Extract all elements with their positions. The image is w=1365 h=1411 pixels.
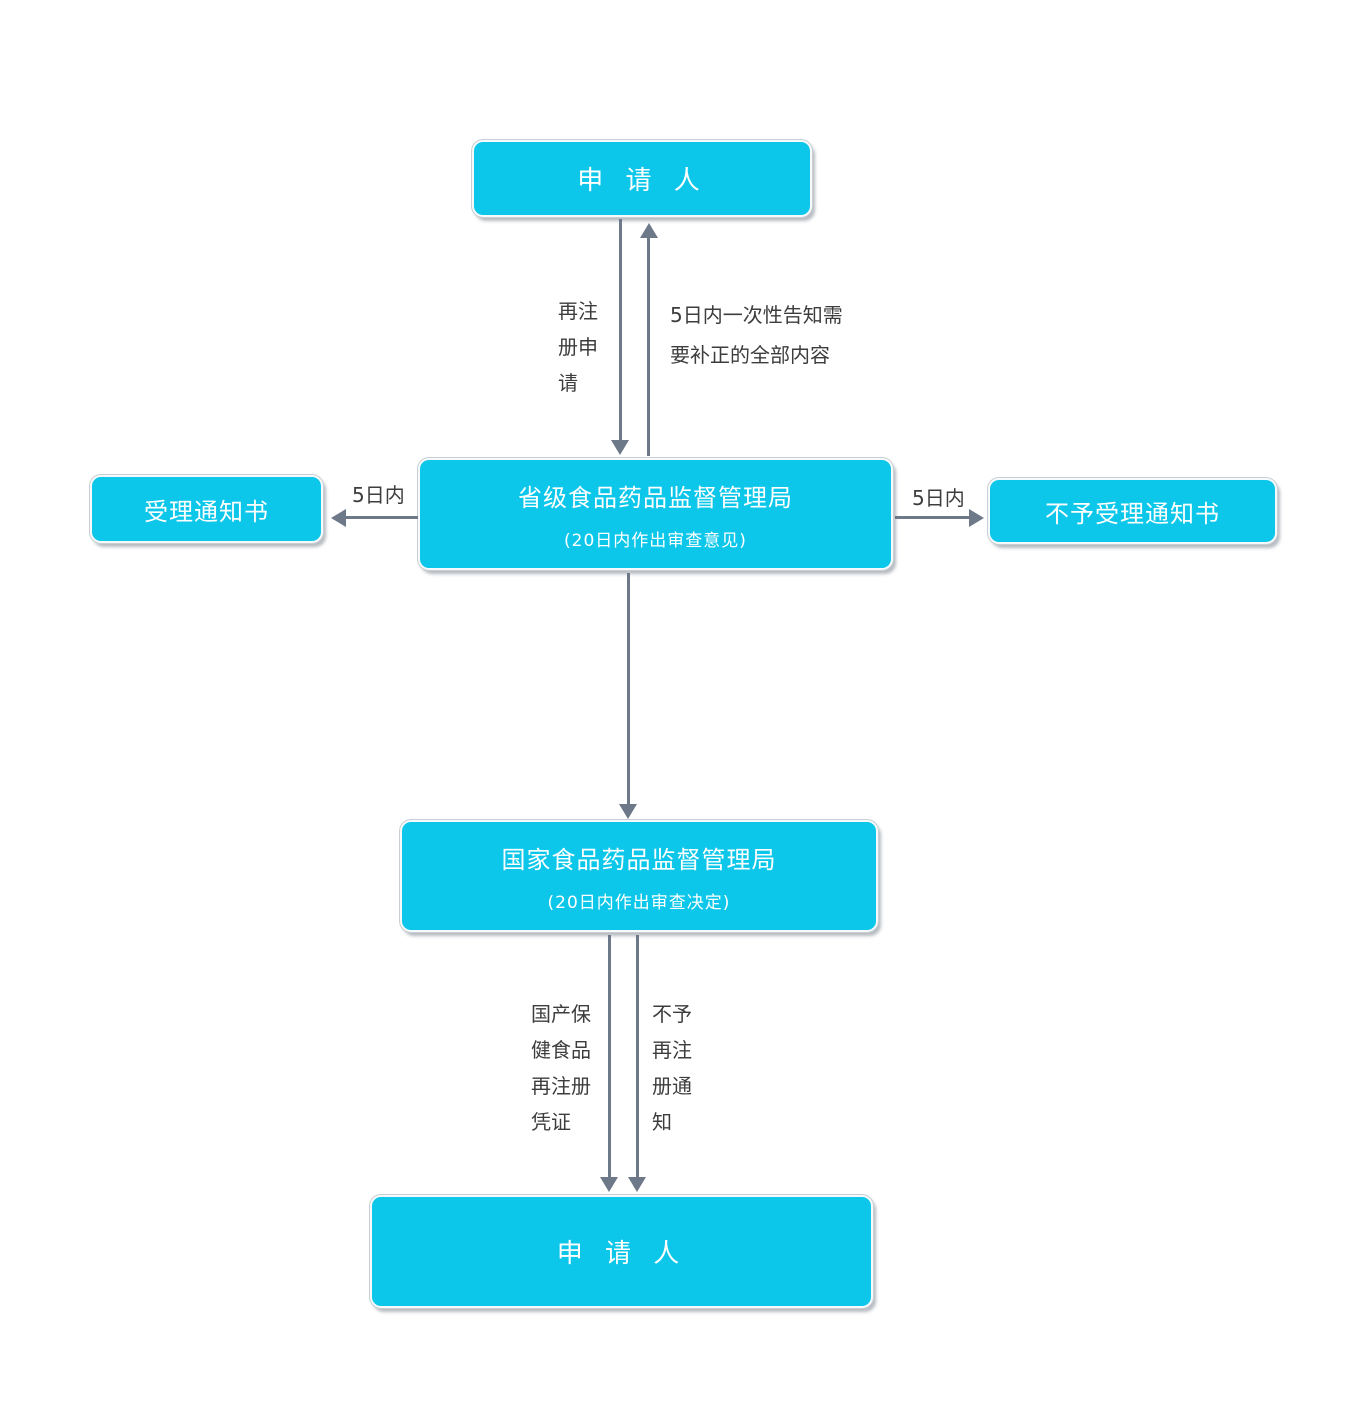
label-line: 不予 [652,1002,692,1026]
node-subtitle: (20日内作出审查决定) [547,892,731,913]
label-line: 再注 [652,1038,692,1062]
label-line: 知 [652,1110,672,1134]
edge-label-renew-application: 再注 册申 请 [558,293,598,401]
arrow-head-down-icon [611,440,629,455]
arrow-head-down-icon [628,1177,646,1192]
node-reject-notice: 不予受理通知书 [988,478,1277,544]
edge-label-no-renewal: 不予 再注 册通 知 [652,996,692,1140]
arrow-head-right-icon [969,509,984,527]
node-applicant-top: 申 请 人 [472,140,812,217]
node-label: 不予受理通知书 [1045,499,1220,528]
node-title: 省级食品药品监督管理局 [518,483,793,512]
label-line: 要补正的全部内容 [670,343,830,367]
node-title: 国家食品药品监督管理局 [501,845,777,874]
arrow-head-left-icon [331,509,346,527]
label-line: 册通 [652,1074,692,1098]
node-national-fda: 国家食品药品监督管理局 (20日内作出审查决定) [400,820,878,932]
label-line: 国产保 [531,1002,591,1026]
node-label: 受理通知书 [144,497,269,526]
node-label: 申 请 人 [556,1239,687,1269]
arrow-line [895,516,969,519]
arrow-line [636,935,639,1178]
label-line: 健食品 [531,1038,591,1062]
edge-label-five-days-reject: 5日内 [912,486,965,510]
label-line: 请 [558,371,578,395]
edge-label-certificate: 国产保 健食品 再注册 凭证 [531,996,591,1140]
arrow-head-down-icon [619,804,637,819]
arrow-line [608,935,611,1178]
arrow-line [346,516,418,519]
node-provincial-fda: 省级食品药品监督管理局 (20日内作出审查意见) [418,458,893,570]
node-label: 申 请 人 [577,166,707,196]
edge-label-five-days-accept: 5日内 [352,483,405,507]
label-line: 再注 [558,299,598,323]
node-subtitle: (20日内作出审查意见) [564,530,747,551]
label-line: 册申 [558,335,598,359]
arrow-head-up-icon [640,223,658,238]
arrow-head-down-icon [600,1177,618,1192]
edge-label-supplement-notice: 5日内一次性告知需 要补正的全部内容 [670,295,843,375]
node-applicant-bottom: 申 请 人 [370,1195,873,1308]
label-line: 5日内一次性告知需 [670,303,843,327]
arrow-line [619,219,622,442]
arrow-line [647,236,650,456]
label-line: 再注册 [531,1074,591,1098]
node-accept-notice: 受理通知书 [90,475,323,543]
label-line: 凭证 [531,1110,571,1134]
arrow-line [627,573,630,805]
